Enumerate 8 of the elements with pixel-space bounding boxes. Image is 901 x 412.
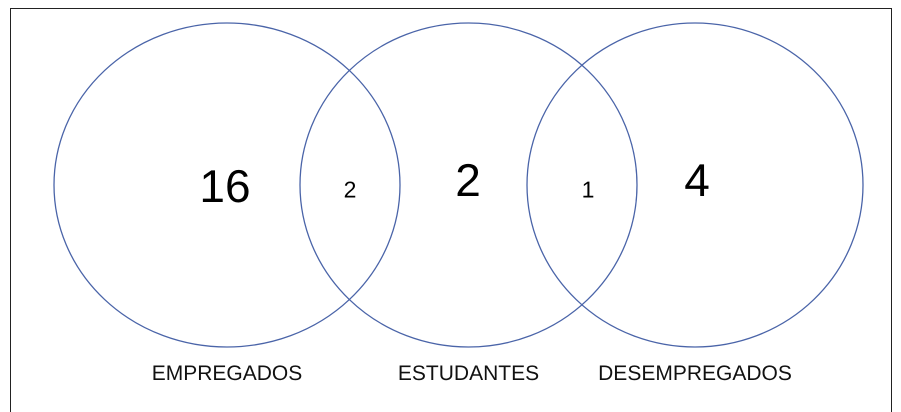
count-label: 16 bbox=[199, 159, 251, 213]
count-label: 1 bbox=[582, 176, 594, 204]
count-label: 2 bbox=[344, 176, 356, 204]
set-label: ESTUDANTES bbox=[398, 362, 540, 386]
count-label: 2 bbox=[455, 153, 481, 207]
count-label: 4 bbox=[684, 153, 710, 207]
set-label: EMPREGADOS bbox=[152, 362, 302, 386]
set-label: DESEMPREGADOS bbox=[598, 362, 792, 386]
